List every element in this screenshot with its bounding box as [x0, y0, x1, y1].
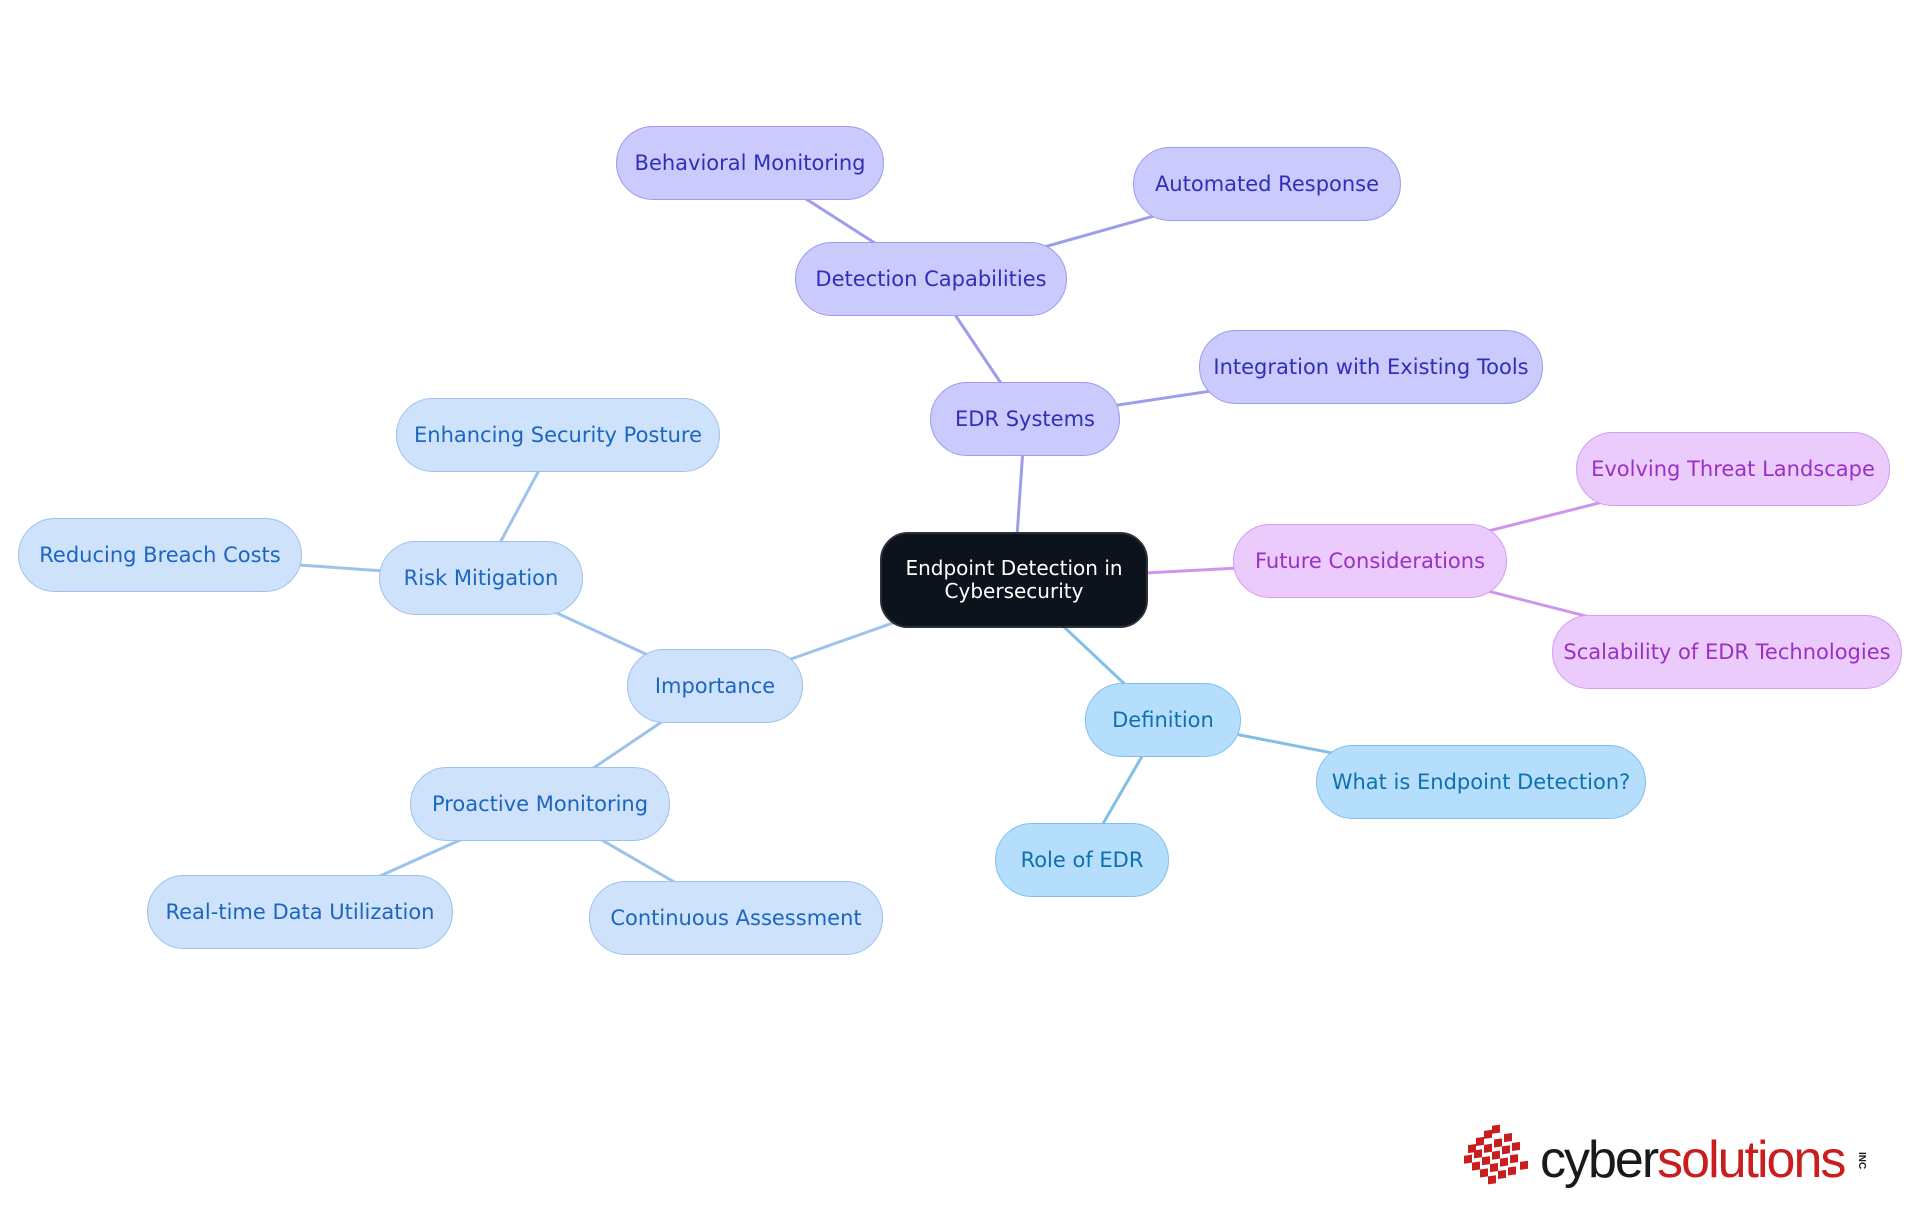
- node-detect[interactable]: Detection Capabilities: [795, 242, 1067, 316]
- logo-square: [1464, 1154, 1472, 1164]
- node-label: Reducing Breach Costs: [39, 543, 281, 567]
- node-label: Risk Mitigation: [403, 566, 559, 590]
- logo-square: [1494, 1138, 1502, 1148]
- logo-word-solutions: solutions: [1657, 1131, 1846, 1189]
- node-label: Proactive Monitoring: [431, 792, 649, 816]
- logo-square: [1474, 1149, 1482, 1159]
- logo-square: [1490, 1162, 1498, 1173]
- logo-wordmark: cybersolutions: [1540, 1124, 1846, 1196]
- node-cont[interactable]: Continuous Assessment: [589, 881, 883, 955]
- node-label: Evolving Threat Landscape: [1591, 457, 1875, 481]
- node-role[interactable]: Role of EDR: [995, 823, 1169, 897]
- node-red[interactable]: Reducing Breach Costs: [18, 518, 302, 592]
- logo-mark-icon: [1464, 1124, 1528, 1185]
- logo-inc: INC: [1856, 1152, 1867, 1170]
- logo-square: [1492, 1124, 1500, 1134]
- node-behav[interactable]: Behavioral Monitoring: [616, 126, 884, 200]
- node-auto[interactable]: Automated Response: [1133, 147, 1401, 221]
- cybersolutions-logo: cybersolutions INC: [1462, 1124, 1882, 1196]
- node-defin[interactable]: Definition: [1085, 683, 1241, 757]
- node-label: Future Considerations: [1254, 549, 1486, 573]
- node-label: Role of EDR: [1020, 848, 1144, 872]
- logo-square: [1500, 1157, 1508, 1167]
- node-scal[interactable]: Scalability of EDR Technologies: [1552, 615, 1902, 689]
- node-label: Scalability of EDR Technologies: [1563, 640, 1891, 664]
- logo-square: [1484, 1143, 1492, 1153]
- node-edr[interactable]: EDR Systems: [930, 382, 1120, 456]
- node-future[interactable]: Future Considerations: [1233, 524, 1507, 598]
- node-label: Importance: [654, 674, 776, 698]
- node-integ[interactable]: Integration with Existing Tools: [1199, 330, 1543, 404]
- logo-square: [1512, 1141, 1520, 1151]
- node-import[interactable]: Importance: [627, 649, 803, 723]
- logo-square: [1480, 1168, 1488, 1178]
- logo-square: [1502, 1145, 1510, 1155]
- logo-square: [1508, 1166, 1516, 1176]
- node-label: Integration with Existing Tools: [1213, 355, 1529, 379]
- node-label: Real-time Data Utilization: [165, 900, 435, 924]
- logo-square: [1520, 1160, 1528, 1170]
- node-proact[interactable]: Proactive Monitoring: [410, 767, 670, 841]
- node-label: Endpoint Detection in Cybersecurity: [905, 556, 1123, 603]
- node-label: Automated Response: [1154, 172, 1380, 196]
- node-risk[interactable]: Risk Mitigation: [379, 541, 583, 615]
- node-enh[interactable]: Enhancing Security Posture: [396, 398, 720, 472]
- node-label: EDR Systems: [955, 407, 1095, 431]
- logo-word-cyber: cyber: [1540, 1131, 1659, 1189]
- logo-square: [1510, 1154, 1518, 1164]
- node-whatis[interactable]: What is Endpoint Detection?: [1316, 745, 1646, 819]
- node-label: Enhancing Security Posture: [413, 423, 702, 447]
- node-real[interactable]: Real-time Data Utilization: [147, 875, 453, 949]
- node-label: Continuous Assessment: [610, 906, 862, 930]
- logo-square: [1498, 1169, 1506, 1179]
- logo-square: [1492, 1150, 1500, 1160]
- node-label: Detection Capabilities: [815, 267, 1047, 291]
- node-evolv[interactable]: Evolving Threat Landscape: [1576, 432, 1890, 506]
- logo-square: [1476, 1136, 1484, 1147]
- logo-square: [1482, 1156, 1490, 1166]
- logo-square: [1484, 1129, 1492, 1139]
- node-label: Behavioral Monitoring: [634, 151, 866, 175]
- node-label: Definition: [1112, 708, 1214, 732]
- logo-square: [1488, 1175, 1496, 1185]
- logo-square: [1504, 1132, 1512, 1143]
- logo-square: [1472, 1161, 1480, 1171]
- node-label: What is Endpoint Detection?: [1331, 770, 1631, 794]
- root-node[interactable]: Endpoint Detection in Cybersecurity: [880, 532, 1148, 628]
